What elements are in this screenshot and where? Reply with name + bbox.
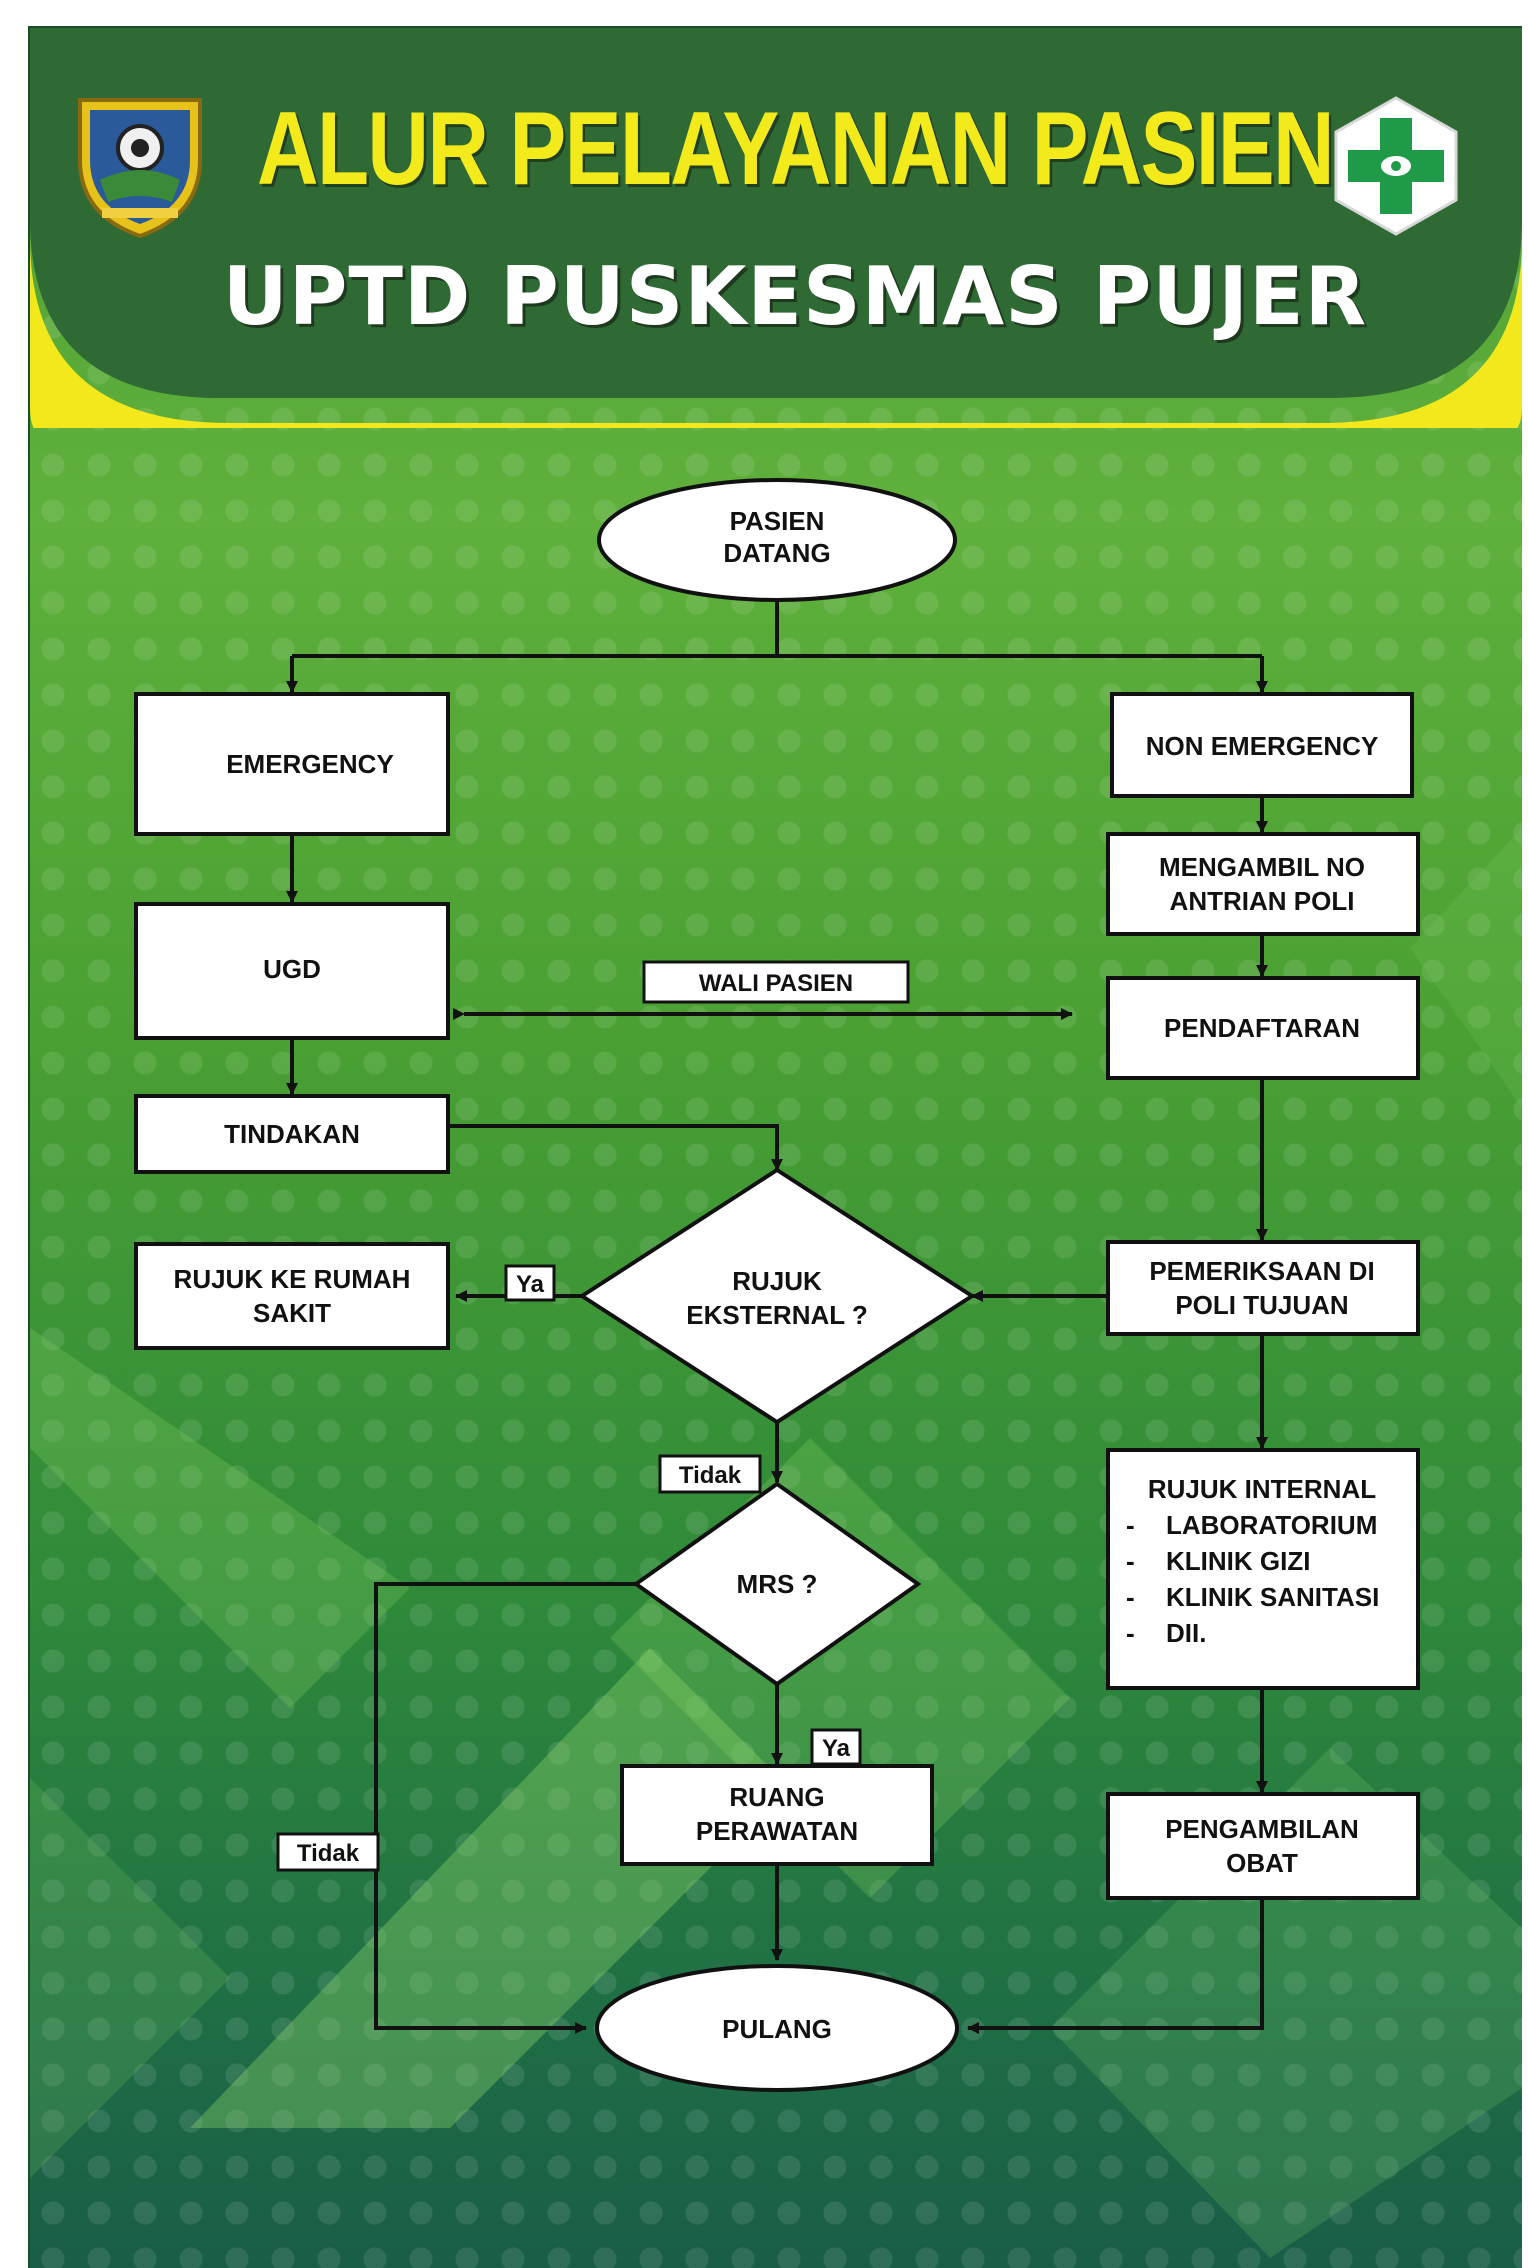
node-pengambilan-obat: PENGAMBILAN OBAT bbox=[1106, 1792, 1420, 1900]
node-emergency: EMERGENCY bbox=[134, 692, 450, 836]
list-bullet: - bbox=[1126, 1582, 1135, 1612]
node-non-emergency: NON EMERGENCY bbox=[1110, 692, 1414, 798]
list-item: KLINIK GIZI bbox=[1166, 1546, 1310, 1576]
node-pendaftaran: PENDAFTARAN bbox=[1106, 976, 1420, 1080]
node-ruang-perawatan-line-2: PERAWATAN bbox=[696, 1816, 858, 1846]
list-item: KLINIK SANITASI bbox=[1166, 1582, 1379, 1612]
banner-background bbox=[30, 28, 1522, 398]
node-start-line-1: PASIEN bbox=[730, 506, 825, 536]
node-ambil-antrian-line-2: ANTRIAN POLI bbox=[1170, 886, 1355, 916]
node-rujuk-internal: RUJUK INTERNAL - LABORATORIUM - KLINIK G… bbox=[1106, 1448, 1420, 1690]
label-tidak-rujuk-text: Tidak bbox=[679, 1462, 742, 1489]
node-rujuk-eksternal-line-2: EKSTERNAL ? bbox=[686, 1300, 868, 1330]
label-tidak-rujuk: Tidak bbox=[658, 1454, 762, 1494]
list-bullet: - bbox=[1126, 1510, 1135, 1540]
node-tindakan-label: TINDAKAN bbox=[224, 1119, 360, 1149]
node-pemeriksaan-line-2: POLI TUJUAN bbox=[1175, 1290, 1348, 1320]
label-wali-pasien: WALI PASIEN bbox=[642, 960, 910, 1004]
node-pengambilan-obat-line-2: OBAT bbox=[1226, 1848, 1298, 1878]
label-tidak-mrs: Tidak bbox=[276, 1832, 380, 1872]
node-ambil-antrian: MENGAMBIL NO ANTRIAN POLI bbox=[1106, 832, 1420, 936]
node-rujuk-eksternal: RUJUK EKSTERNAL ? bbox=[578, 1167, 976, 1425]
node-pulang-label: PULANG bbox=[722, 2014, 832, 2044]
node-pendaftaran-label: PENDAFTARAN bbox=[1164, 1013, 1360, 1043]
label-ya-mrs: Ya bbox=[810, 1728, 862, 1766]
page-title: ALUR PELAYANAN PASIEN bbox=[257, 91, 1335, 207]
node-mrs: MRS ? bbox=[632, 1481, 922, 1687]
node-non-emergency-label: NON EMERGENCY bbox=[1146, 731, 1379, 761]
node-ugd: UGD bbox=[134, 902, 450, 1040]
node-pulang: PULANG bbox=[595, 1964, 959, 2092]
poster: ALUR PELAYANAN PASIEN UPTD PUSKESMAS PUJ… bbox=[28, 26, 1522, 2268]
page-subtitle: UPTD PUSKESMAS PUJER bbox=[222, 250, 1368, 343]
connectors bbox=[286, 600, 1268, 2034]
flowchart: PASIEN DATANG EMERGENCY NON EMERGENCY ME… bbox=[134, 478, 1420, 2092]
node-tindakan: TINDAKAN bbox=[134, 1094, 450, 1174]
node-emergency-label: EMERGENCY bbox=[226, 749, 394, 779]
list-item: DII. bbox=[1166, 1618, 1206, 1648]
label-wali-pasien-text: WALI PASIEN bbox=[699, 970, 853, 997]
header-banner bbox=[30, 28, 1522, 428]
node-start: PASIEN DATANG bbox=[597, 478, 957, 602]
list-bullet: - bbox=[1126, 1546, 1135, 1576]
list-bullet: - bbox=[1126, 1618, 1135, 1648]
node-pengambilan-obat-line-1: PENGAMBILAN bbox=[1165, 1814, 1359, 1844]
node-pemeriksaan-line-1: PEMERIKSAAN DI bbox=[1149, 1256, 1374, 1286]
node-rujuk-rs-line-1: RUJUK KE RUMAH bbox=[174, 1264, 411, 1294]
label-ya-rujuk-text: Ya bbox=[516, 1271, 545, 1298]
node-rujuk-internal-title: RUJUK INTERNAL bbox=[1148, 1474, 1376, 1504]
node-ambil-antrian-line-1: MENGAMBIL NO bbox=[1159, 852, 1365, 882]
node-ruang-perawatan-line-1: RUANG bbox=[729, 1782, 824, 1812]
label-ya-rujuk: Ya bbox=[504, 1264, 556, 1302]
list-item: LABORATORIUM bbox=[1166, 1510, 1377, 1540]
node-rujuk-rs-line-2: SAKIT bbox=[253, 1298, 331, 1328]
node-rujuk-rumah-sakit: RUJUK KE RUMAH SAKIT bbox=[134, 1242, 450, 1350]
label-ya-mrs-text: Ya bbox=[822, 1735, 851, 1762]
node-ruang-perawatan: RUANG PERAWATAN bbox=[620, 1764, 934, 1866]
label-tidak-mrs-text: Tidak bbox=[297, 1840, 360, 1867]
node-rujuk-eksternal-line-1: RUJUK bbox=[732, 1266, 822, 1296]
node-pemeriksaan: PEMERIKSAAN DI POLI TUJUAN bbox=[1106, 1240, 1420, 1336]
node-start-line-2: DATANG bbox=[723, 538, 830, 568]
puskesmas-cross-icon bbox=[1334, 96, 1458, 236]
node-mrs-label: MRS ? bbox=[737, 1569, 818, 1599]
node-ugd-label: UGD bbox=[263, 954, 321, 984]
regency-emblem-icon bbox=[78, 98, 202, 239]
